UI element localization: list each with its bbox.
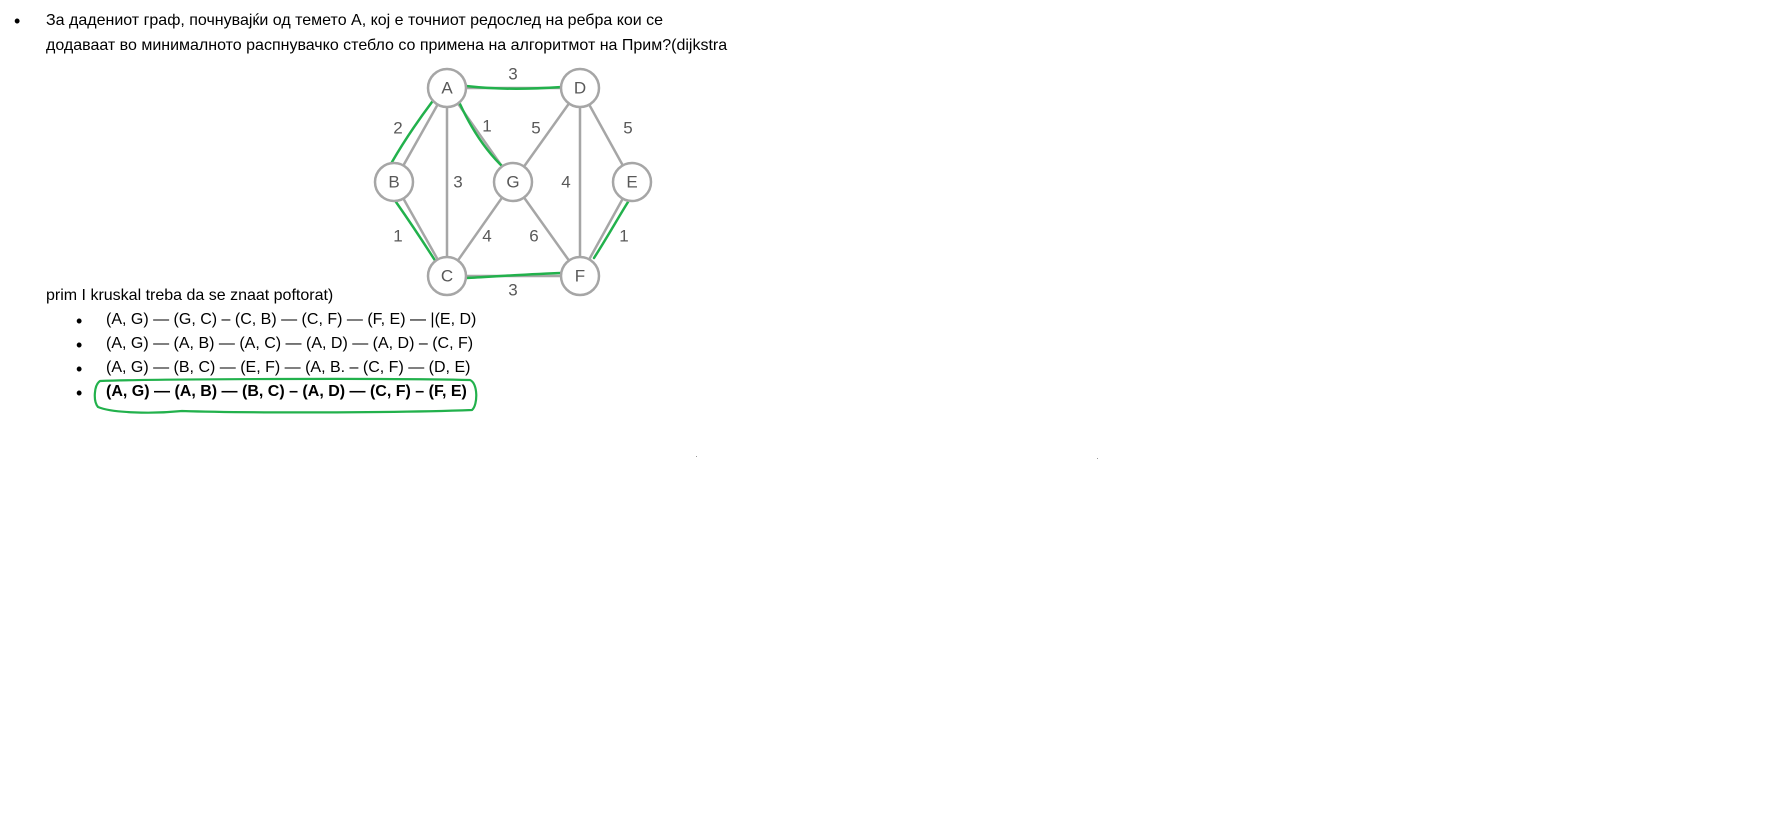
edge-weight-D-F: 4: [561, 173, 570, 192]
node-label-B: B: [388, 173, 399, 192]
question-text-line-3: prim I kruskal treba da se znaat poftora…: [46, 287, 334, 304]
option-bullet-4: •: [76, 383, 83, 403]
edge-weight-G-F: 6: [529, 227, 538, 246]
node-label-A: A: [441, 79, 453, 98]
edge-E-F: [588, 198, 624, 260]
option-bullet-2: •: [76, 335, 83, 355]
highlight-stroke-A-D: [464, 84, 564, 90]
edge-weight-C-F: 3: [508, 281, 517, 300]
question-text-line-1: За дадениот граф, почнувајќи од темето A…: [46, 12, 664, 29]
edge-weight-A-D: 3: [508, 65, 517, 84]
edge-weight-A-C: 3: [453, 173, 462, 192]
node-label-F: F: [575, 267, 585, 286]
option-2[interactable]: (A, G) — (A, B) — (A, C) — (A, D) — (A, …: [106, 335, 474, 352]
edge-D-E: [588, 104, 624, 166]
stray-dot: [696, 456, 697, 457]
highlight-stroke-A-G: [458, 102, 506, 170]
node-B: B: [373, 161, 415, 203]
edge-B-C: [402, 197, 439, 261]
option-3[interactable]: (A, G) — (B, C) — (E, F) — (A, B. – (C, …: [106, 359, 471, 376]
highlight-stroke-E-F: [592, 200, 630, 260]
edge-weight-A-B: 2: [393, 119, 402, 138]
graph-nodes: A B C D E F G: [373, 67, 653, 297]
edge-weight-G-C: 4: [482, 227, 491, 246]
edge-weight-D-E: 5: [623, 119, 632, 138]
option-bullet-1: •: [76, 311, 83, 331]
edge-D-G: [523, 102, 570, 168]
highlight-stroke-B-C: [394, 200, 438, 264]
question-text-line-2: додаваат во минималното распнувачко стеб…: [46, 37, 728, 54]
node-label-E: E: [626, 173, 637, 192]
edge-weight-E-F: 1: [619, 227, 628, 246]
highlight-stroke-A-B: [390, 100, 434, 164]
graph-edge-weights: 3 2 3 1 5 4 5 1 4 6 1 3: [393, 65, 632, 300]
highlight-stroke-C-F: [464, 271, 564, 280]
node-label-D: D: [574, 79, 586, 98]
stray-dot: [1097, 458, 1098, 459]
option-bullet-3: •: [76, 359, 83, 379]
edge-G-F: [523, 196, 570, 262]
node-D: D: [559, 67, 601, 109]
edge-A-B: [402, 103, 439, 167]
edge-weight-A-G: 1: [482, 117, 491, 136]
option-1[interactable]: (A, G) — (G, C) – (C, B) — (C, F) — (F, …: [106, 311, 477, 328]
node-A: A: [426, 67, 468, 109]
node-F: F: [559, 255, 601, 297]
edge-G-C: [456, 196, 504, 262]
graph-figure: 3 2 3 1 5 4 5 1 4 6 1 3 A B C D E F G: [373, 65, 653, 300]
node-E: E: [611, 161, 653, 203]
node-C: C: [426, 255, 468, 297]
edge-weight-B-C: 1: [393, 227, 402, 246]
selected-answer-circle: [93, 377, 478, 414]
option-4[interactable]: (A, G) — (A, B) — (B, C) – (A, D) — (C, …: [106, 383, 467, 400]
node-G: G: [492, 161, 534, 203]
graph-highlight-strokes: [390, 84, 630, 280]
node-label-C: C: [441, 267, 453, 286]
node-label-G: G: [506, 173, 519, 192]
edge-weight-D-G: 5: [531, 119, 540, 138]
question-bullet: •: [14, 11, 21, 31]
